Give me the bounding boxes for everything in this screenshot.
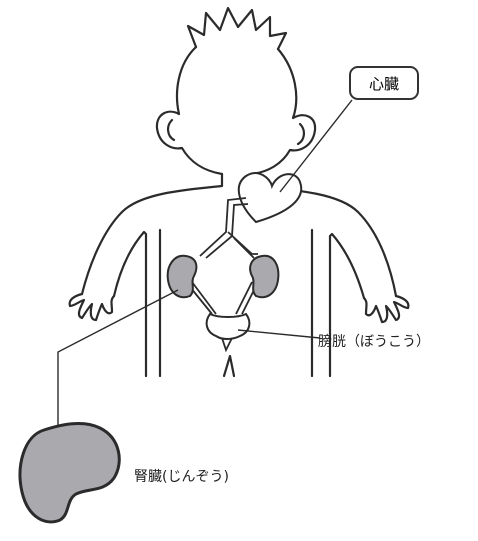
head-right [250,47,317,176]
kidney-enlarged [18,422,121,524]
arm-inner-right [328,232,366,378]
kidney-leader [57,289,179,428]
hand-left [68,292,116,322]
kidneys-in-body [166,254,280,299]
head-hair [186,6,288,51]
vessels [185,197,259,315]
ear-right [296,122,305,146]
heart-label: 心臓 [349,66,419,100]
heart-organ [237,172,303,224]
head-left [155,45,224,176]
neck-left [80,172,224,296]
arm-inner-left [112,230,148,378]
leader-lines [57,99,353,428]
ear-left [167,118,176,142]
leg-gap [222,354,236,378]
kidney-label: 腎臓(じんぞう) [134,469,229,485]
bladder-organ [205,312,251,353]
heart-leader [279,99,353,193]
hand-right [362,294,410,324]
bladder-leader [237,329,321,339]
bladder-label: 膀胱（ぼうこう） [318,334,430,350]
child-body-outline [68,6,410,378]
kidney-right-body [249,254,280,299]
kidney-left-body [166,254,198,299]
heart-label-text: 心臓 [368,74,399,93]
